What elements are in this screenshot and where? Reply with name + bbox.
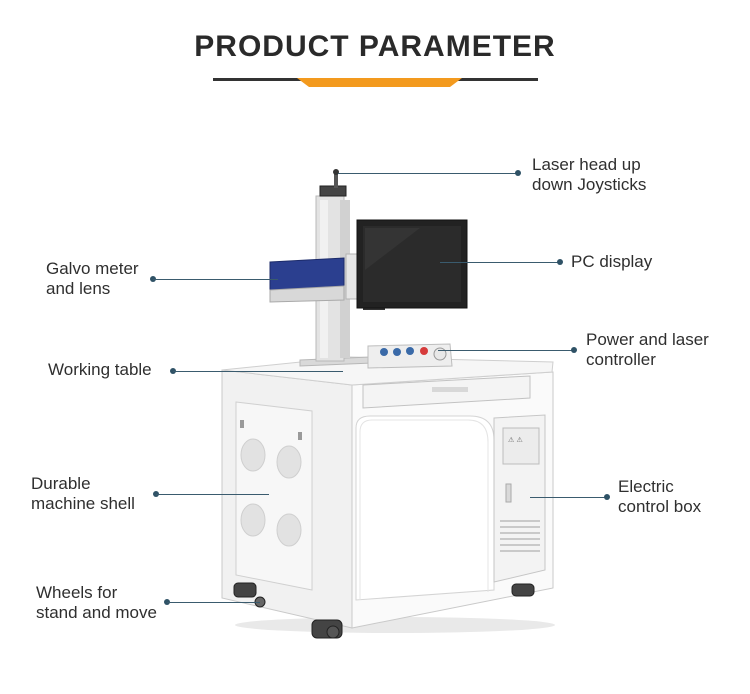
- wheels: [233, 582, 535, 639]
- callout-label-controller: Power and laser controller: [586, 330, 709, 369]
- callout-label-galvo: Galvo meter and lens: [46, 259, 139, 298]
- pc-monitor: [356, 219, 468, 309]
- svg-text:⚠ ⚠: ⚠ ⚠: [508, 436, 524, 444]
- page-title: PRODUCT PARAMETER: [194, 30, 556, 63]
- callout-label-control-box: Electric control box: [618, 477, 702, 516]
- callout-label-shell: Durable machine shell: [31, 474, 135, 513]
- callout-label-joystick: Laser head up down Joysticks: [532, 155, 647, 194]
- callout-dot-pc-display: [557, 259, 563, 265]
- callout-dot-control-box: [604, 494, 610, 500]
- callout-line-controller: [438, 350, 573, 351]
- callout-label-pc-display: PC display: [571, 252, 653, 271]
- title-accent-tab: [297, 78, 462, 87]
- callout-line-working-table: [173, 371, 343, 372]
- callout-dot-joystick: [515, 170, 521, 176]
- callout-line-galvo: [153, 279, 278, 280]
- callout-line-control-box: [530, 497, 606, 498]
- callout-line-joystick: [338, 173, 518, 174]
- callout-line-wheels: [167, 602, 260, 603]
- callout-label-working-table: Working table: [48, 360, 152, 379]
- control-panel: [367, 343, 453, 369]
- machine-shell: ⚠ ⚠: [221, 356, 554, 629]
- callout-line-shell: [156, 494, 269, 495]
- callout-label-wheels: Wheels for stand and move: [36, 583, 157, 622]
- callout-dot-controller: [571, 347, 577, 353]
- callout-line-pc-display: [440, 262, 560, 263]
